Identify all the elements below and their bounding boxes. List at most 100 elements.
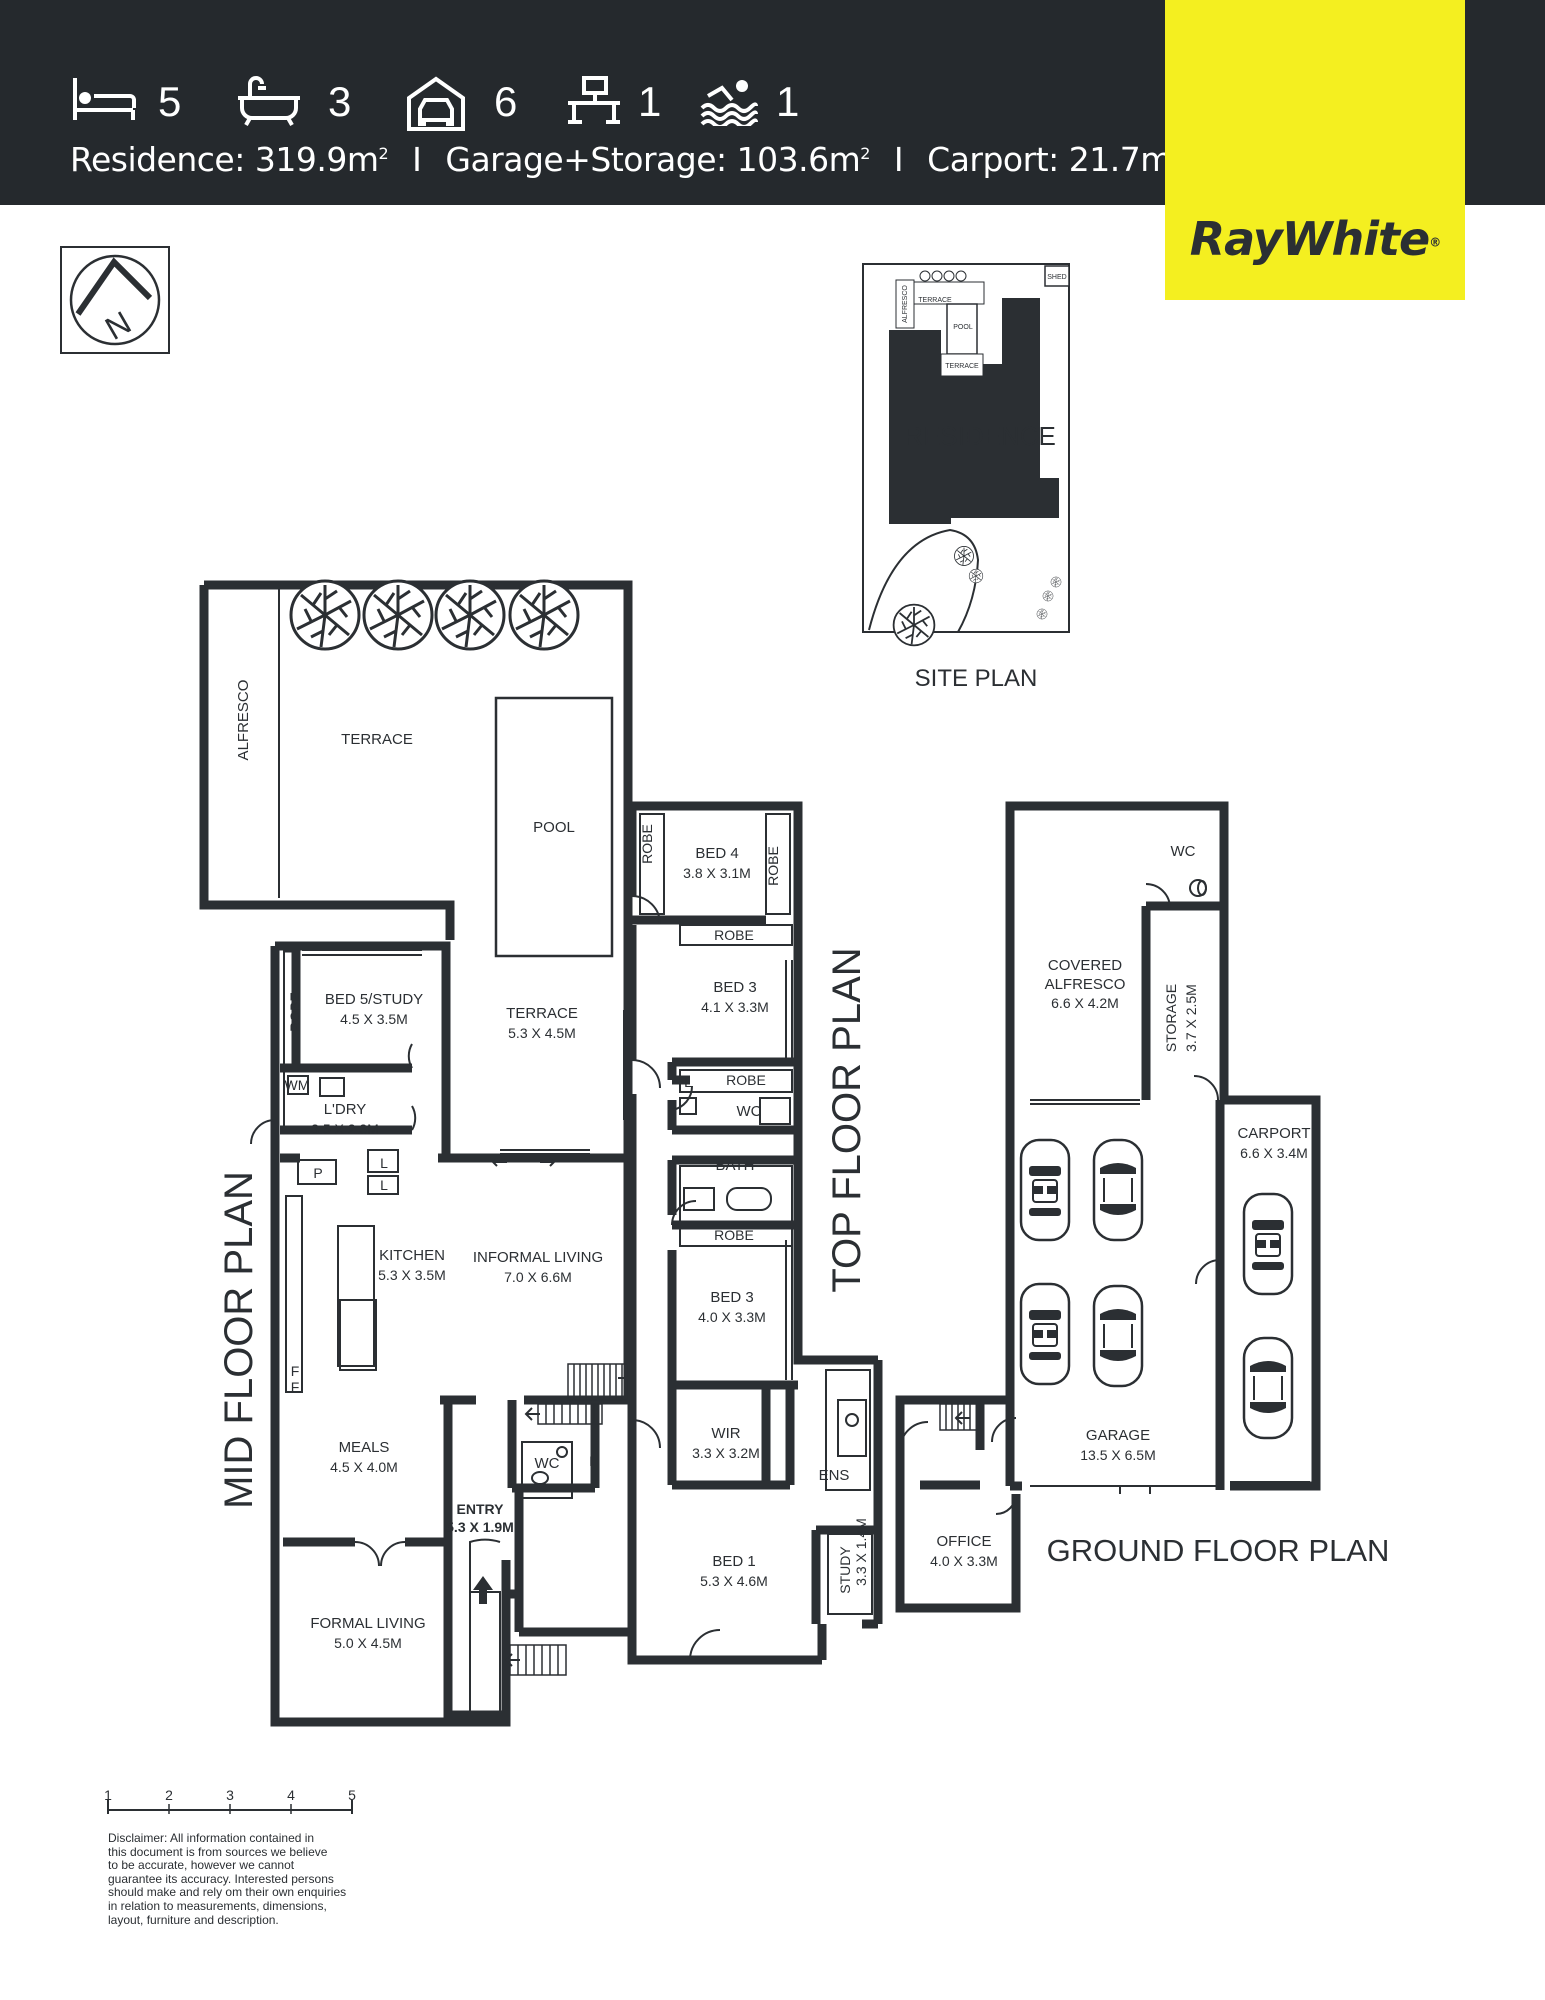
kitchen-name: KITCHEN	[379, 1247, 445, 1264]
bed-icon	[73, 78, 136, 120]
covered-alfresco-name-1: COVERED	[1048, 957, 1122, 974]
bathrooms-count: 3	[328, 78, 352, 125]
office-name: OFFICE	[937, 1533, 992, 1550]
carport-dims: 6.6 X 3.4M	[1240, 1145, 1308, 1161]
office-dims: 4.0 X 3.3M	[930, 1553, 998, 1569]
disclaimer-line: layout, furniture and description.	[108, 1912, 279, 1927]
carport-area-label: Carport:	[927, 140, 1059, 179]
entry-name: ENTRY	[457, 1501, 505, 1517]
desk-icon	[568, 76, 620, 124]
wir-dims: 3.3 X 3.2M	[692, 1445, 760, 1461]
bed3b-name: BED 3	[710, 1289, 753, 1306]
disclaimer-line: in relation to measurements, dimensions,	[108, 1898, 327, 1913]
bath-icon	[238, 76, 300, 126]
covered-alfresco-name-2: ALFRESCO	[1045, 976, 1126, 993]
areas-separator: I	[893, 140, 904, 179]
site-terrace-bottom-label: TERRACE	[945, 363, 979, 370]
ens-label: ENS	[819, 1467, 850, 1484]
garage-icon	[407, 76, 465, 131]
top-linen-label: L	[684, 1074, 692, 1090]
site-plan: RESIDENCE SHED ALFRESCO TERRACE POOL TER…	[862, 263, 1070, 692]
study-count: 1	[638, 78, 662, 125]
storage-name: STORAGE	[1163, 984, 1179, 1052]
pantry-label: P	[313, 1165, 322, 1181]
laundry-name: L'DRY	[324, 1101, 367, 1118]
bed5-robe-label: ROBE	[287, 992, 303, 1032]
disclaimer-line: this document is from sources we believe	[108, 1844, 328, 1859]
north-compass: N	[60, 246, 170, 354]
informal-living-dims: 7.0 X 6.6M	[504, 1269, 572, 1285]
ground-floor-plan-title: GROUND FLOOR PLAN	[1047, 1533, 1390, 1568]
disclaimer: Disclaimer: All information contained in…	[108, 1831, 368, 1927]
floor-areas: Residence: 319.9m2 I Garage+Storage: 103…	[70, 140, 1182, 179]
scale-tick-1: 1	[104, 1787, 112, 1803]
garage-area-unit-sup: 2	[860, 144, 870, 163]
mid-alfresco-label: ALFRESCO	[235, 680, 252, 761]
residence-area-value: 319.9m	[254, 140, 379, 179]
site-terrace-top-label: TERRACE	[918, 297, 952, 304]
site-alfresco-label: ALFRESCO	[902, 285, 909, 323]
garage-count: 6	[494, 78, 518, 125]
bed3a-name: BED 3	[713, 979, 756, 996]
laundry-dims: 3.5 X 2.3M	[311, 1121, 379, 1137]
ground-wc-label: WC	[1171, 843, 1196, 860]
garage-name: GARAGE	[1086, 1427, 1150, 1444]
formal-living-dims: 5.0 X 4.5M	[334, 1635, 402, 1651]
pool-label: POOL	[533, 819, 575, 836]
site-pool-label: POOL	[953, 324, 973, 331]
study-name: STUDY	[837, 1546, 853, 1594]
residence-area-unit-sup: 2	[378, 144, 389, 163]
site-plan-title: SITE PLAN	[915, 665, 1038, 692]
carport-name: CARPORT	[1237, 1125, 1310, 1142]
bed3a-robe-2-label: ROBE	[726, 1072, 766, 1088]
garage-dims: 13.5 X 6.5M	[1080, 1447, 1156, 1463]
bed3b-robe-label: ROBE	[714, 1227, 754, 1243]
residence-area-label: Residence:	[70, 140, 245, 179]
garage-area-value: 103.6m	[736, 140, 861, 179]
covered-alfresco-dims: 6.6 X 4.2M	[1051, 995, 1119, 1011]
bed3a-robe-label: ROBE	[714, 927, 754, 943]
top-wc-label: WC	[737, 1103, 762, 1120]
bed3b-dims: 4.0 X 3.3M	[698, 1309, 766, 1325]
bed5-dims: 4.5 X 3.5M	[340, 1011, 408, 1027]
scale-bar: 1 2 3 4 5	[104, 1787, 356, 1814]
bed4-name: BED 4	[695, 845, 738, 862]
mid-linen-label: L	[589, 1453, 597, 1469]
scale-tick-4: 4	[287, 1787, 295, 1803]
linen-label-1: L	[380, 1155, 388, 1171]
bed4-dims: 3.8 X 3.1M	[683, 865, 751, 881]
site-shed-label: SHED	[1047, 274, 1066, 281]
disclaimer-line: guarantee its accuracy. Interested perso…	[108, 1871, 334, 1886]
informal-living-name: INFORMAL LIVING	[473, 1249, 603, 1266]
scale-tick-3: 3	[226, 1787, 234, 1803]
north-arrow-icon	[75, 257, 153, 316]
wm-label: WM	[285, 1077, 310, 1093]
bed4-robe-right-label: ROBE	[765, 846, 781, 886]
pool-icon	[700, 80, 758, 126]
scale-tick-2: 2	[165, 1787, 173, 1803]
wir-name: WIR	[711, 1425, 740, 1442]
disclaimer-line: Disclaimer: All information contained in	[108, 1831, 315, 1845]
bed1-name: BED 1	[712, 1553, 755, 1570]
meals-dims: 4.5 X 4.0M	[330, 1459, 398, 1475]
bed4-robe-left-label: ROBE	[639, 824, 655, 864]
disclaimer-line: to be accurate, however we cannot	[108, 1858, 295, 1873]
bed1-dims: 5.3 X 4.6M	[700, 1573, 768, 1589]
bed3a-dims: 4.1 X 3.3M	[701, 999, 769, 1015]
terrace2-name: TERRACE	[506, 1005, 578, 1022]
bedrooms-count: 5	[158, 78, 182, 125]
mid-floor-plan-title: MID FLOOR PLAN	[217, 1171, 261, 1509]
logo-wordmark: RayWhite	[1189, 212, 1430, 266]
registered-mark: ®	[1429, 235, 1441, 250]
entry-dims: 5.3 X 1.9M	[446, 1519, 514, 1535]
linen-label-2: L	[380, 1177, 388, 1193]
terrace2-dims: 5.3 X 4.5M	[508, 1025, 576, 1041]
areas-separator: I	[412, 140, 422, 179]
meals-name: MEALS	[339, 1439, 390, 1456]
storage-dims: 3.7 X 2.5M	[1183, 984, 1199, 1052]
top-floor-plan-title: TOP FLOOR PLAN	[825, 947, 869, 1292]
tree-row	[289, 579, 580, 651]
garage-cars	[1019, 1138, 1294, 1440]
mid-terrace-label: TERRACE	[341, 731, 413, 748]
entry-arrow-icon	[473, 1576, 493, 1604]
